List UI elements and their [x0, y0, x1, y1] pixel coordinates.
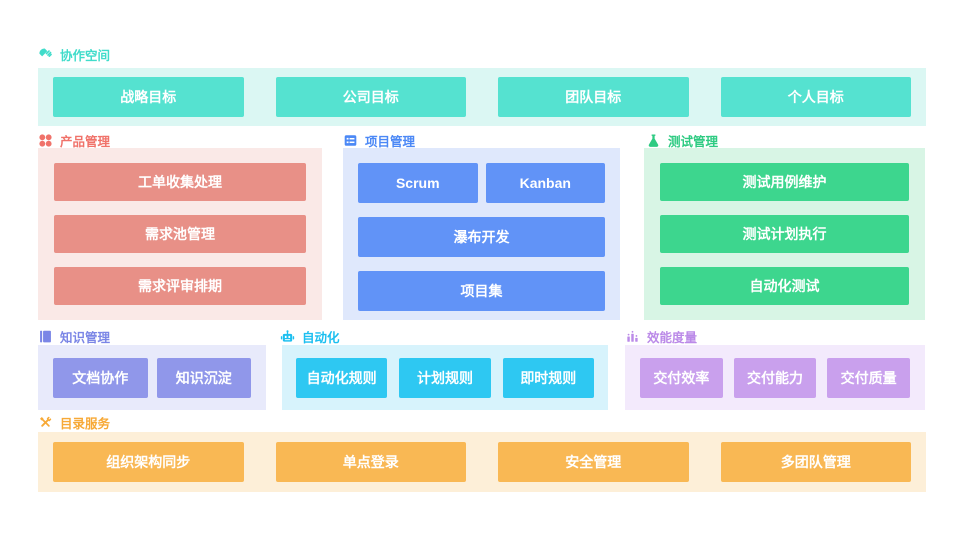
module-button[interactable]: 工单收集处理 — [54, 163, 306, 201]
metrics-panel: 交付效率 交付能力 交付质量 — [625, 345, 925, 410]
section-label: 效能度量 — [647, 330, 698, 345]
module-button[interactable]: 单点登录 — [275, 442, 466, 482]
module-button[interactable]: 自动化测试 — [660, 267, 909, 305]
module-button[interactable]: 即时规则 — [502, 357, 594, 398]
module-button[interactable]: Kanban — [485, 163, 605, 203]
tools-icon — [38, 415, 53, 430]
test-panel: 测试用例维护 测试计划执行 自动化测试 — [644, 148, 925, 320]
grid-dots-icon — [38, 133, 53, 148]
module-button[interactable]: 计划规则 — [399, 357, 491, 398]
section-header-directory: 目录服务 — [38, 414, 111, 431]
module-button[interactable]: 知识沉淀 — [156, 357, 251, 398]
directory-panel: 组织架构同步 单点登录 安全管理 多团队管理 — [38, 432, 926, 492]
task-board-icon — [343, 133, 358, 148]
module-button[interactable]: 个人目标 — [720, 77, 911, 117]
module-button[interactable]: 团队目标 — [498, 77, 689, 117]
section-label: 自动化 — [302, 330, 340, 345]
section-header-automation: 自动化 — [280, 328, 340, 345]
section-header-collaboration: 协作空间 — [38, 46, 111, 63]
flask-icon — [646, 133, 661, 148]
section-label: 目录服务 — [60, 416, 111, 431]
module-button[interactable]: Scrum — [358, 163, 478, 203]
book-icon — [38, 329, 53, 344]
module-button[interactable]: 交付能力 — [733, 357, 817, 398]
section-label: 知识管理 — [60, 330, 111, 345]
automation-panel: 自动化规则 计划规则 即时规则 — [282, 345, 608, 410]
section-header-knowledge: 知识管理 — [38, 328, 111, 345]
module-button[interactable]: 需求评审排期 — [54, 267, 306, 305]
module-button[interactable]: 需求池管理 — [54, 215, 306, 253]
module-button[interactable]: 瀑布开发 — [358, 217, 605, 257]
module-button[interactable]: 战略目标 — [53, 77, 244, 117]
module-button[interactable]: 交付质量 — [827, 357, 911, 398]
module-button[interactable]: 项目集 — [358, 271, 605, 311]
module-button[interactable]: 多团队管理 — [720, 442, 911, 482]
module-button[interactable]: 交付效率 — [640, 357, 723, 398]
section-header-product: 产品管理 — [38, 132, 111, 149]
section-label: 产品管理 — [60, 134, 111, 149]
module-button[interactable]: 文档协作 — [53, 357, 148, 398]
section-header-project: 项目管理 — [343, 132, 416, 149]
knowledge-panel: 文档协作 知识沉淀 — [38, 345, 266, 410]
handshake-icon — [38, 47, 53, 62]
section-label: 项目管理 — [365, 134, 416, 149]
robot-icon — [280, 329, 295, 344]
section-header-test: 测试管理 — [646, 132, 719, 149]
project-panel: Scrum Kanban 瀑布开发 项目集 — [343, 148, 620, 320]
module-button[interactable]: 公司目标 — [275, 77, 466, 117]
module-button[interactable]: 测试计划执行 — [660, 215, 909, 253]
module-button[interactable]: 安全管理 — [498, 442, 689, 482]
section-label: 测试管理 — [668, 134, 719, 149]
module-button[interactable]: 测试用例维护 — [660, 163, 909, 201]
bar-chart-icon — [625, 329, 640, 344]
product-panel: 工单收集处理 需求池管理 需求评审排期 — [38, 148, 322, 320]
collaboration-panel: 战略目标 公司目标 团队目标 个人目标 — [38, 68, 926, 126]
module-button[interactable]: 自动化规则 — [296, 357, 388, 398]
section-header-metrics: 效能度量 — [625, 328, 698, 345]
section-label: 协作空间 — [60, 48, 111, 63]
module-button[interactable]: 组织架构同步 — [53, 442, 244, 482]
